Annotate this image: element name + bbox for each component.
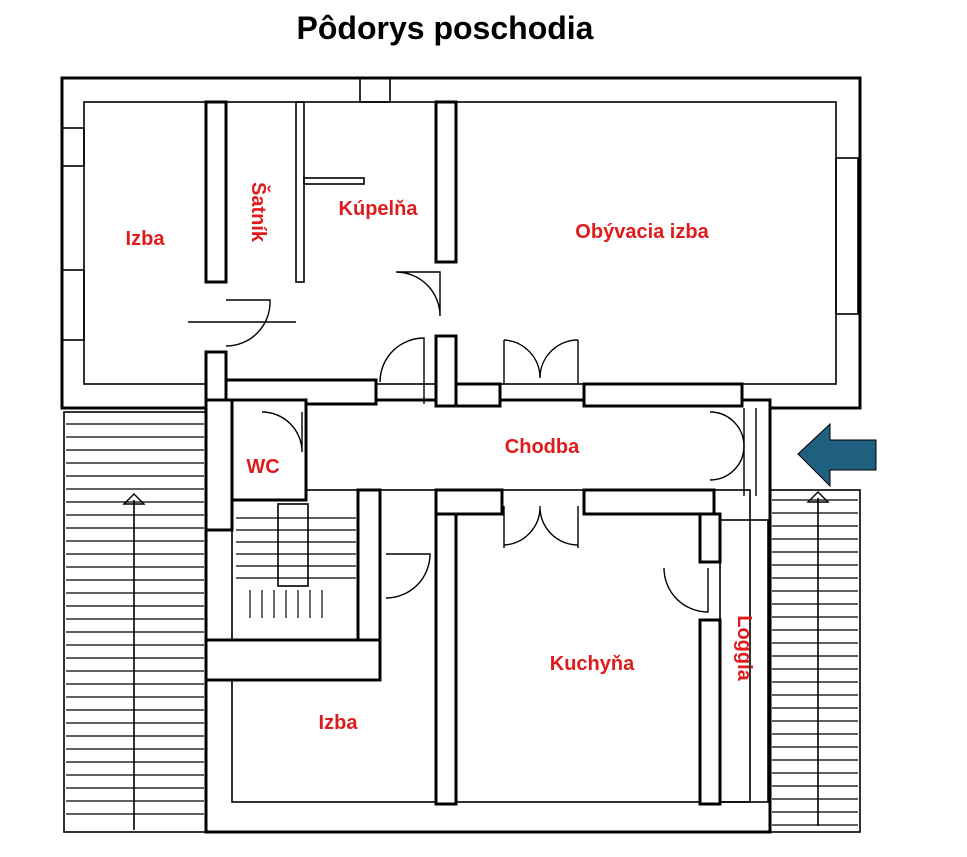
door-izba-bottom (385, 553, 431, 599)
wall-obyvacia-bottom-right (582, 382, 744, 408)
arrow-left-icon (797, 422, 877, 488)
doors (188, 271, 757, 613)
wall-kuchyna-top-left (434, 488, 504, 516)
wall-izba-satnik (204, 100, 228, 284)
wall-kupelna-obyvacia (434, 100, 458, 264)
wall-stair-right (356, 488, 382, 642)
wall-izba-satnik-low (204, 350, 228, 404)
wall-obyvacia-bottom-left (454, 382, 502, 408)
interior-walls (204, 100, 744, 806)
wc-box (230, 398, 308, 502)
wall-stair-bottom (204, 638, 382, 682)
door-wc (261, 411, 303, 453)
page-title: Pôdorys poschodia (296, 10, 594, 46)
label-kuchyna: Kuchyňa (550, 653, 635, 675)
label-satnik: Šatník (247, 182, 271, 243)
stairs-right (769, 489, 861, 833)
door-kuchyna (503, 505, 579, 546)
label-obyvacia: Obývacia izba (575, 221, 709, 243)
wall-kuchyna-top-right (582, 488, 716, 516)
stair-core (277, 503, 309, 587)
door-obyvacia (503, 339, 579, 379)
window-left-2 (61, 269, 85, 341)
stairs-left-outline (63, 411, 207, 833)
upper-outer-wall (60, 76, 862, 410)
label-loggia: Loggia (733, 615, 755, 681)
door-izba-satnik (225, 299, 271, 347)
door-satnik-chodba (379, 337, 425, 404)
stairs-right-outline (769, 489, 861, 833)
loggia-outline (719, 519, 769, 803)
label-wc: WC (246, 456, 279, 478)
wall-kuchyna-loggia (698, 618, 722, 806)
window-right (835, 157, 859, 315)
window-top (359, 77, 391, 103)
stairwell (236, 503, 356, 618)
wall-kuchyna-loggia-top (698, 512, 722, 564)
stairs-left (63, 411, 207, 833)
label-chodba: Chodba (505, 436, 580, 458)
door-kupelna (395, 271, 441, 317)
room-labels: Izba Šatník Kúpelňa Obývacia izba Chodba… (126, 182, 755, 734)
outer-walls (60, 76, 862, 834)
label-izba-left: Izba (126, 228, 166, 250)
kupelna-partition (303, 177, 365, 185)
window-left-1 (61, 127, 85, 167)
wall-izba-kuchyna (434, 512, 458, 806)
wall-kupelna-obyvacia-low (434, 334, 458, 408)
wall-left-corridor (204, 398, 234, 532)
wall-satnik-kupelna (295, 101, 305, 283)
label-izba-bottom: Izba (319, 712, 359, 734)
label-kupelna: Kúpelňa (339, 198, 419, 220)
door-loggia (663, 567, 709, 613)
